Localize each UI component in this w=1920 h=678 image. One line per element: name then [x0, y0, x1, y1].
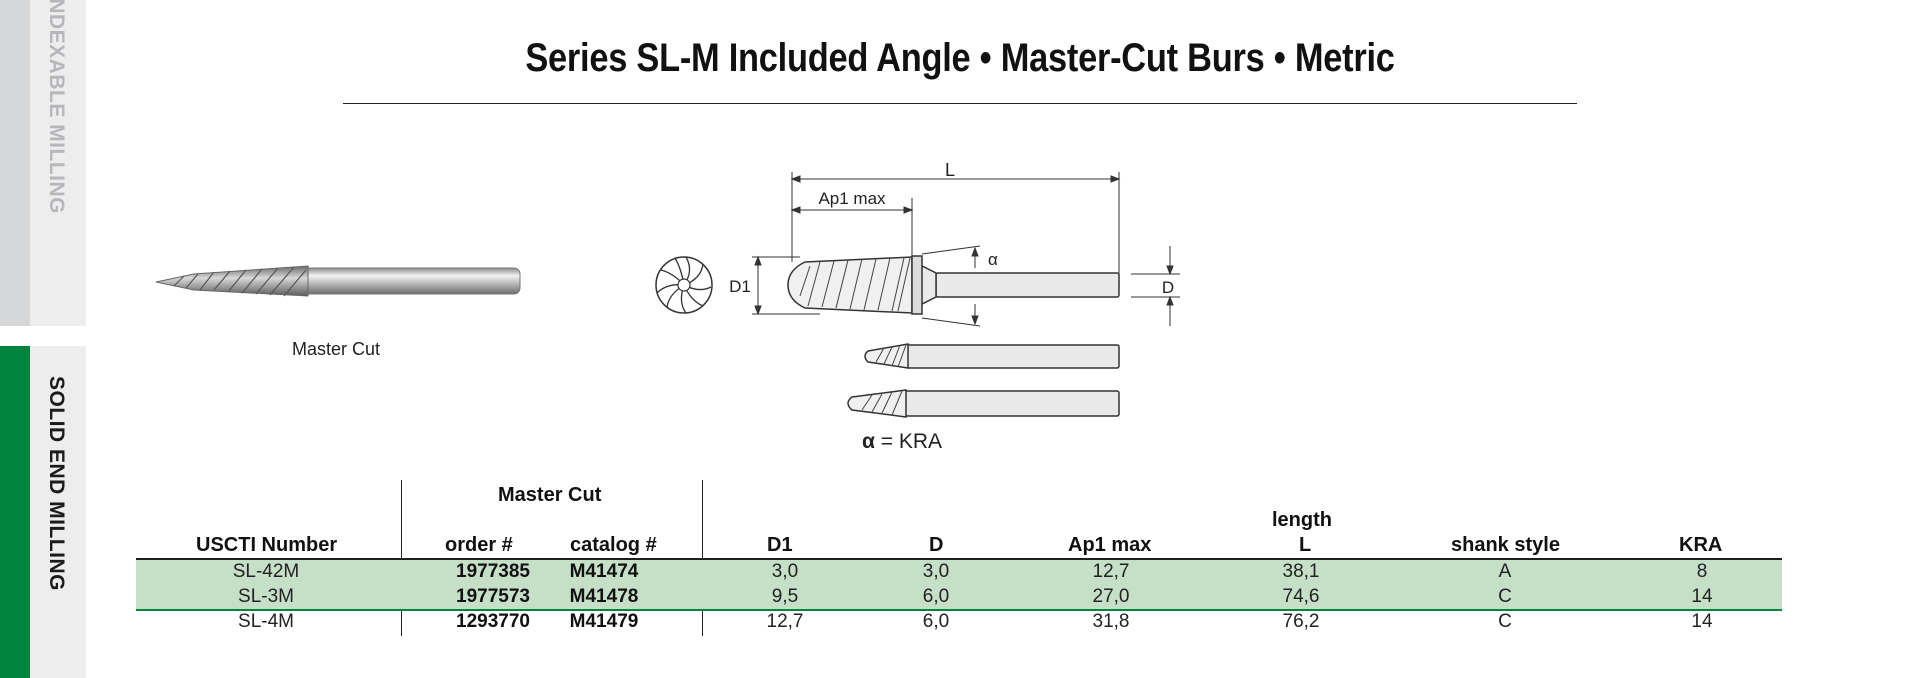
cell-l: 74,6: [1282, 586, 1320, 607]
cell-d: 3,0: [922, 561, 950, 582]
tab-stripe: [0, 346, 30, 678]
header-catalog: catalog #: [570, 534, 657, 556]
cell-shank: C: [1498, 586, 1512, 607]
dim-D: D: [1162, 278, 1174, 297]
dim-L: L: [945, 160, 955, 180]
header-order: order #: [445, 534, 513, 556]
cell-kra: 14: [1691, 586, 1713, 607]
row-rule: [136, 609, 1782, 611]
header-shank: shank style: [1451, 534, 1560, 556]
cell-usc: SL-4M: [238, 611, 294, 632]
cell-catalog: M41479: [569, 611, 639, 632]
header-ap1: Ap1 max: [1068, 534, 1152, 556]
cell-shank: C: [1498, 611, 1512, 632]
cell-usc: SL-3M: [238, 586, 294, 607]
side-tab-label: SOLID END MILLING: [45, 376, 68, 591]
header-rule: [136, 558, 1782, 560]
header-d: D: [929, 534, 944, 556]
dim-D1: D1: [729, 277, 751, 296]
table-row: SL-42M 1977385 M41474 3,0 3,0 12,7 38,1 …: [136, 560, 1782, 585]
header-d1: D1: [767, 534, 793, 556]
cell-ap1: 31,8: [1092, 611, 1130, 632]
table-row: SL-3M 1977573 M41478 9,5 6,0 27,0 74,6 C…: [136, 585, 1782, 610]
cell-order: 1977573: [456, 586, 530, 607]
cell-d1: 3,0: [771, 561, 799, 582]
group-header-master-cut: Master Cut: [498, 484, 602, 506]
table-row: SL-4M 1293770 M41479 12,7 6,0 31,8 76,2 …: [136, 610, 1782, 635]
cell-usc: SL-42M: [232, 561, 300, 582]
dim-alpha: α: [988, 250, 998, 269]
cell-shank: A: [1498, 561, 1512, 582]
dim-ap1: Ap1 max: [818, 189, 886, 208]
cell-catalog: M41478: [569, 586, 639, 607]
alpha-definition: = KRA: [874, 430, 943, 453]
technical-drawing: L Ap1 max D1 D α: [655, 160, 1180, 418]
tab-stripe: [0, 0, 30, 326]
cell-d1: 12,7: [766, 611, 804, 632]
photo-caption: Master Cut: [292, 339, 381, 359]
cell-kra: 8: [1696, 561, 1708, 582]
cell-d: 6,0: [922, 611, 950, 632]
page-title: Series SL-M Included Angle • Master-Cut …: [525, 36, 1395, 80]
bur-photo: [155, 265, 521, 297]
alpha-note: α = KRA: [862, 430, 942, 454]
cell-kra: 14: [1691, 611, 1713, 632]
cell-catalog: M41474: [569, 561, 639, 582]
header-length: length: [1272, 509, 1332, 531]
cell-d1: 9,5: [771, 586, 799, 607]
cell-l: 76,2: [1282, 611, 1320, 632]
title-divider: [343, 103, 1577, 104]
cell-ap1: 12,7: [1092, 561, 1130, 582]
header-l: L: [1299, 534, 1312, 556]
cell-order: 1293770: [456, 611, 530, 632]
front-view-icon: [655, 256, 713, 314]
side-tab-indexable-milling[interactable]: INDEXABLE MILLING: [0, 0, 86, 326]
side-tab-label: INDEXABLE MILLING: [45, 0, 68, 214]
alpha-symbol: α: [862, 430, 875, 453]
cell-d: 6,0: [922, 586, 950, 607]
header-usc: USCTI Number: [196, 534, 338, 556]
cell-order: 1977385: [456, 561, 530, 582]
header-kra: KRA: [1679, 534, 1723, 556]
cell-ap1: 27,0: [1092, 586, 1130, 607]
cell-l: 38,1: [1282, 561, 1320, 582]
side-tab-solid-end-milling[interactable]: SOLID END MILLING: [0, 346, 86, 678]
